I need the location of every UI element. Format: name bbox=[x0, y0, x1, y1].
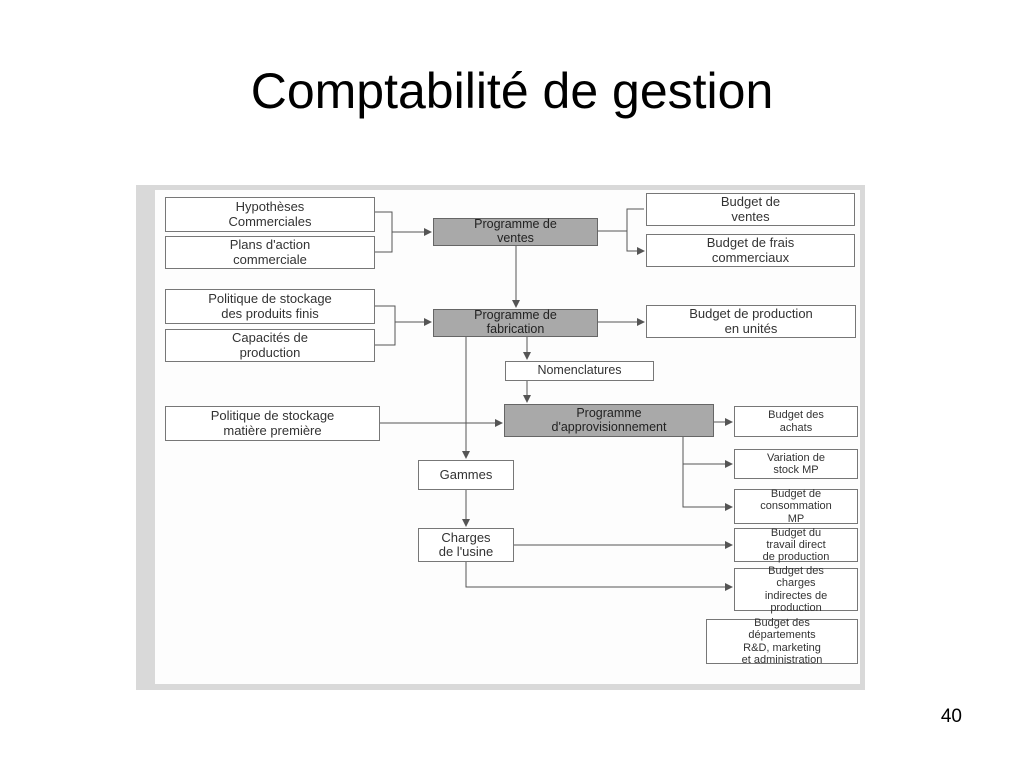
box-nomenclatures: Nomenclatures bbox=[505, 361, 654, 381]
connector-approvisionnement-to-consommation bbox=[682, 464, 733, 511]
connector-ventes-to-budgets bbox=[598, 208, 644, 251]
slide-title: Comptabilité de gestion bbox=[250, 63, 774, 119]
connector-inputs-to-fabrication bbox=[375, 305, 431, 346]
connector-approvisionnement-to-variation bbox=[682, 437, 733, 468]
page-number: 40 bbox=[940, 706, 962, 727]
connector-inputs-to-ventes bbox=[375, 211, 431, 253]
connector-charges-to-charges-indirectes bbox=[465, 562, 733, 591]
box-gammes: Gammes bbox=[418, 460, 514, 490]
